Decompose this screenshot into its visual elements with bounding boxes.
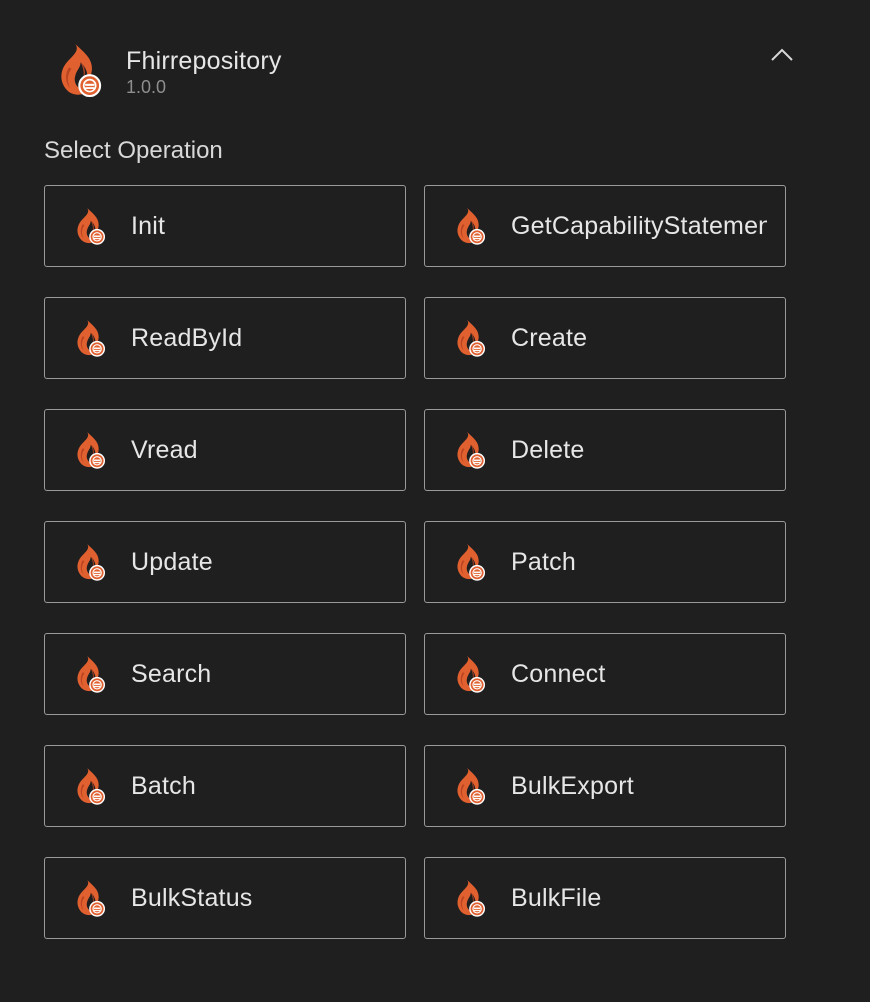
operation-label: GetCapabilityStatement [511,211,767,240]
fhir-flame-icon [71,430,107,470]
fhir-flame-icon [451,430,487,470]
fhir-flame-icon [451,542,487,582]
connector-header: Fhirrepository 1.0.0 [52,40,812,100]
operation-patch-button[interactable]: Patch [424,521,786,603]
operation-update-button[interactable]: Update [44,521,406,603]
fhir-flame-icon [451,206,487,246]
fhir-flame-icon [52,40,104,100]
operation-grid: Init GetCapabilityStatement ReadById Cre… [44,185,786,939]
collapse-button[interactable] [768,44,796,68]
title-block: Fhirrepository 1.0.0 [126,46,282,98]
operation-create-button[interactable]: Create [424,297,786,379]
select-operation-label: Select Operation [44,137,223,164]
operation-label: ReadById [131,323,243,352]
operation-connect-button[interactable]: Connect [424,633,786,715]
connector-title: Fhirrepository [126,47,282,75]
operation-init-button[interactable]: Init [44,185,406,267]
operation-label: BulkExport [511,771,634,800]
operation-delete-button[interactable]: Delete [424,409,786,491]
fhir-flame-icon [71,766,107,806]
operation-label: Update [131,547,213,576]
operation-label: BulkStatus [131,883,253,912]
chevron-up-icon [771,48,793,61]
operation-label: Init [131,211,166,240]
operation-readbyid-button[interactable]: ReadById [44,297,406,379]
fhir-flame-icon [451,318,487,358]
fhir-flame-icon [71,542,107,582]
operation-batch-button[interactable]: Batch [44,745,406,827]
fhir-flame-icon [71,654,107,694]
operation-label: Delete [511,435,585,464]
fhir-flame-icon [451,654,487,694]
fhir-flame-icon [451,766,487,806]
operation-bulkexport-button[interactable]: BulkExport [424,745,786,827]
operation-bulkfile-button[interactable]: BulkFile [424,857,786,939]
operation-label: Vread [131,435,198,464]
fhir-flame-icon [71,318,107,358]
connector-version: 1.0.0 [126,77,167,97]
fhir-flame-icon [71,878,107,918]
operation-label: Search [131,659,212,688]
operation-label: Create [511,323,588,352]
operation-label: Connect [511,659,606,688]
operation-label: Batch [131,771,196,800]
operation-vread-button[interactable]: Vread [44,409,406,491]
operation-label: Patch [511,547,576,576]
operation-getcapabilitystatement-button[interactable]: GetCapabilityStatement [424,185,786,267]
operation-search-button[interactable]: Search [44,633,406,715]
fhir-flame-icon [71,206,107,246]
operation-label: BulkFile [511,883,602,912]
operation-bulkstatus-button[interactable]: BulkStatus [44,857,406,939]
fhir-flame-icon [451,878,487,918]
